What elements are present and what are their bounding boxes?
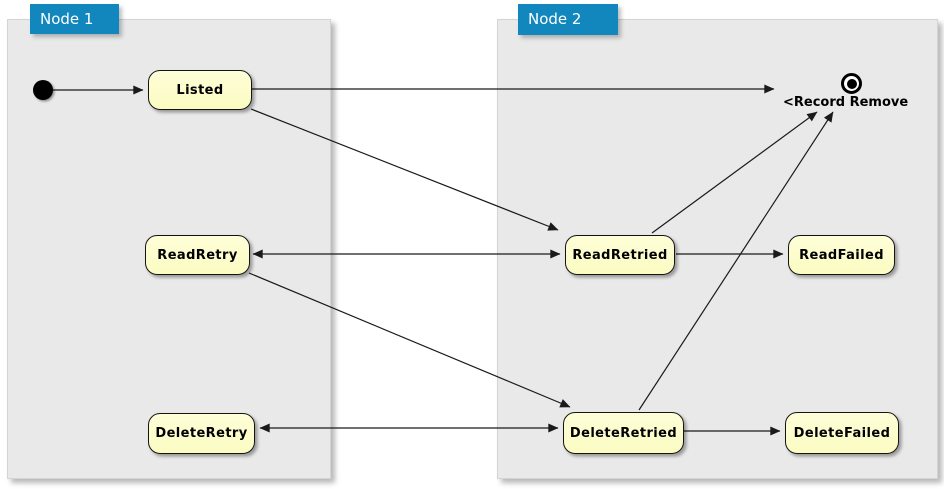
final-state-label: <Record Remove xyxy=(783,95,909,110)
state-readfailed: ReadFailed xyxy=(788,235,895,275)
package-node2-title: Node 2 xyxy=(518,4,618,35)
final-state-circle xyxy=(841,73,862,94)
state-deleteretry: DeleteRetry xyxy=(148,413,255,454)
initial-state-dot xyxy=(33,80,53,100)
state-readretry: ReadRetry xyxy=(145,235,250,275)
final-state-inner-dot xyxy=(846,78,857,89)
state-listed: Listed xyxy=(148,70,252,110)
package-node1-title: Node 1 xyxy=(30,4,119,34)
state-deleteretried: DeleteRetried xyxy=(563,412,684,454)
state-deletefailed: DeleteFailed xyxy=(785,412,899,454)
state-readretried: ReadRetried xyxy=(565,235,675,275)
